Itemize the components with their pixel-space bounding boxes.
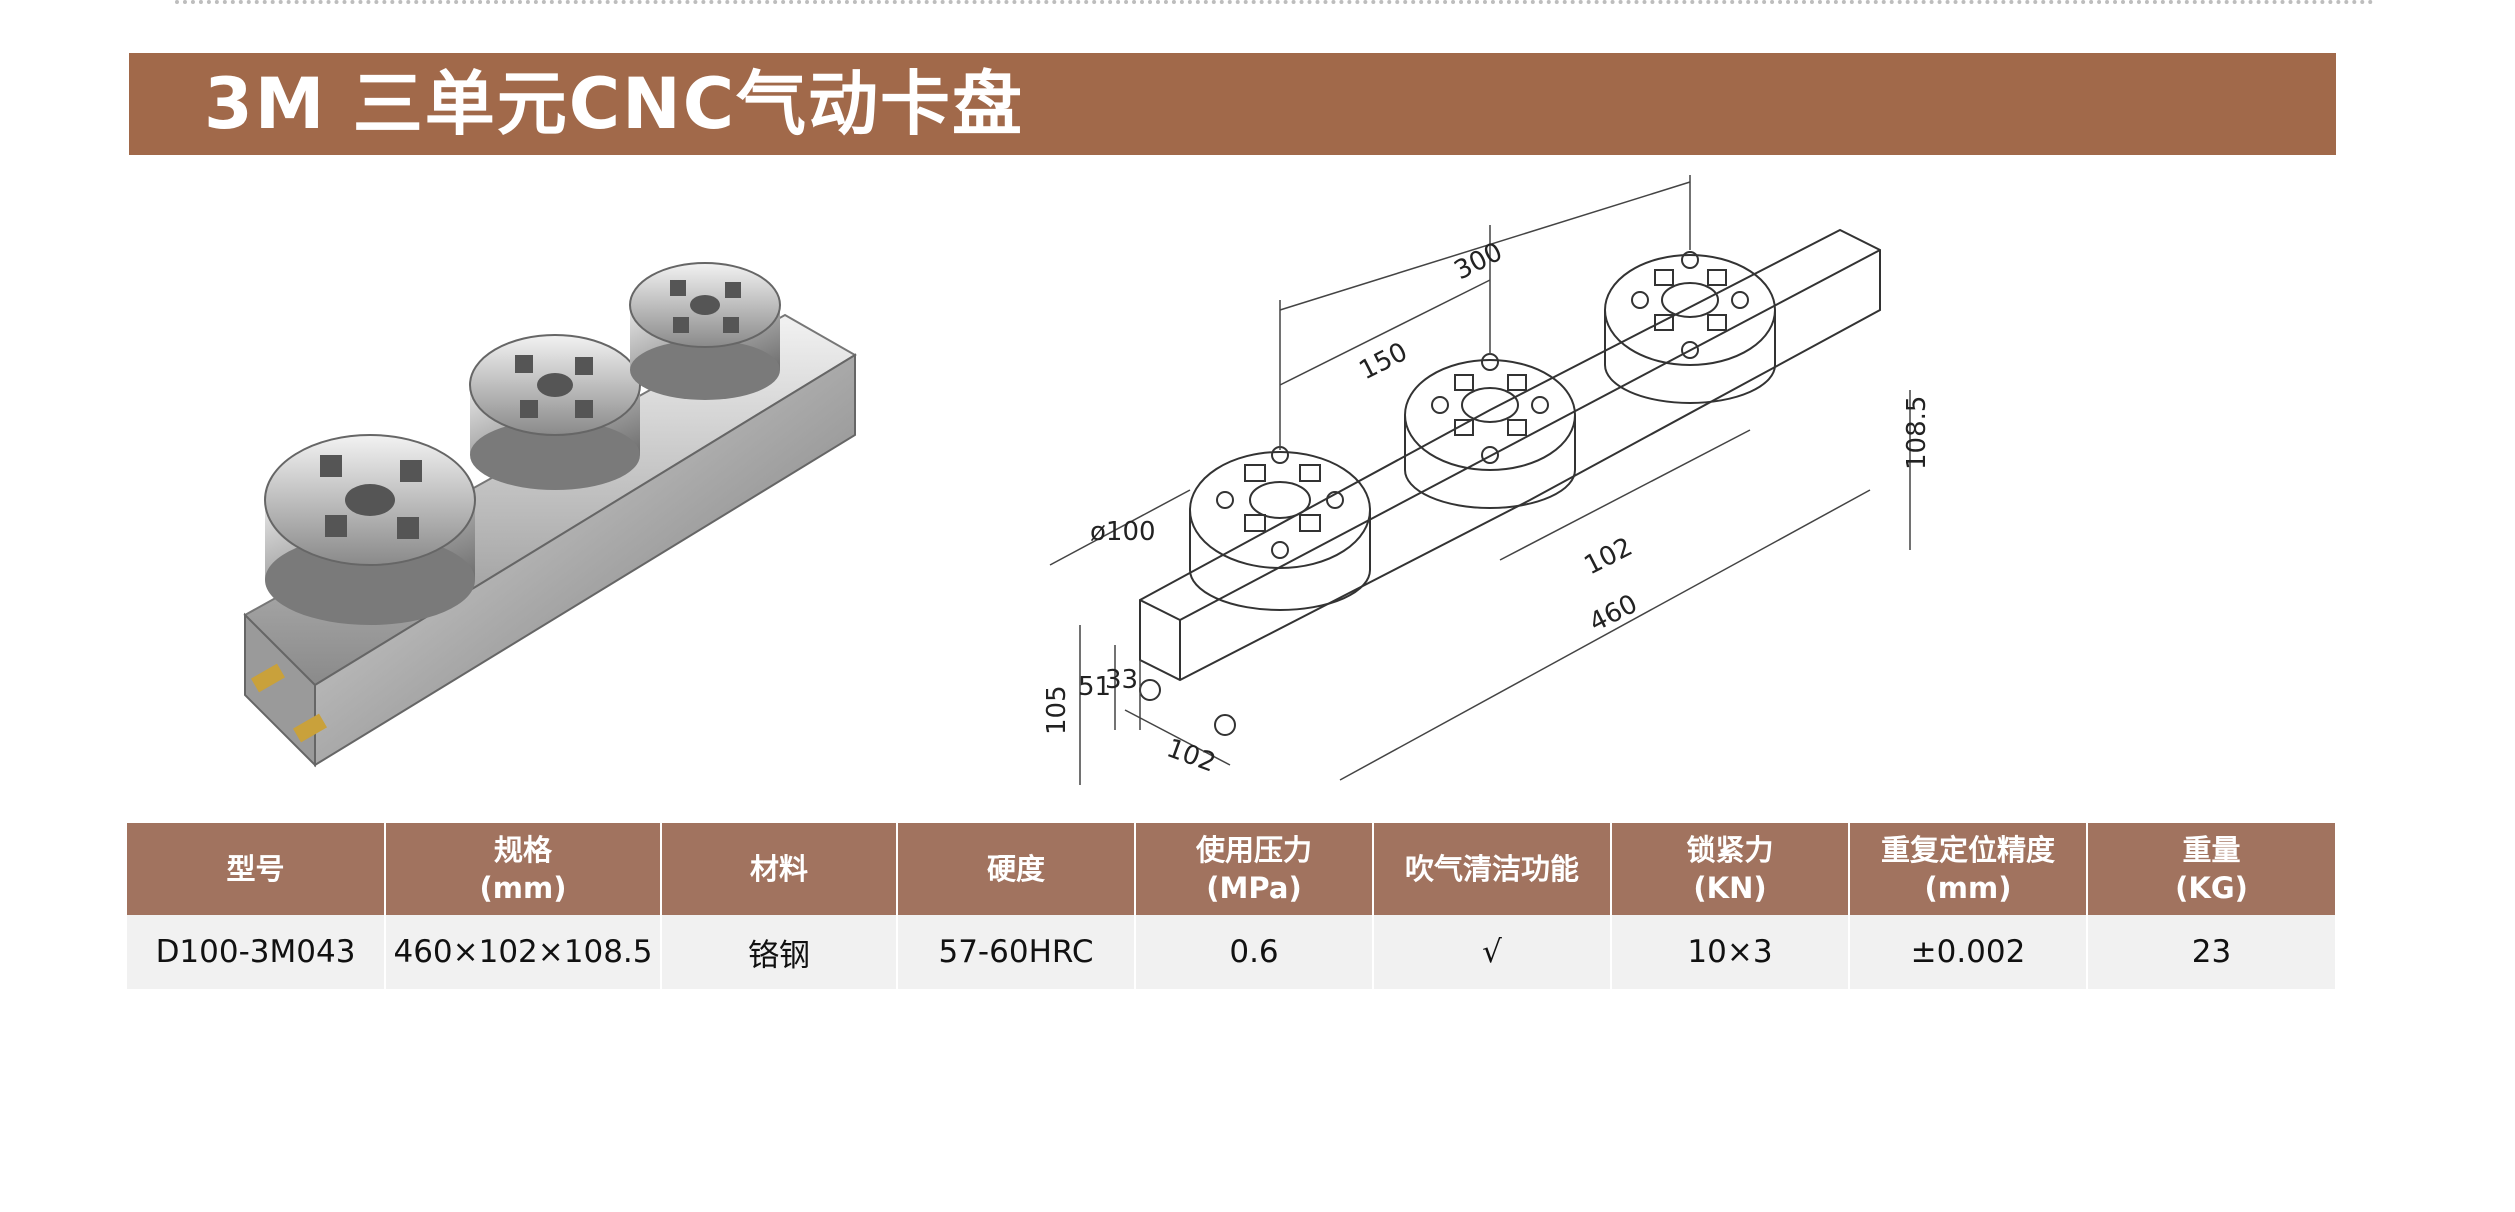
cell-model: D100-3M043 [127, 915, 386, 989]
dim-51: 51 [1078, 672, 1111, 702]
dim-150: 150 [1355, 337, 1413, 386]
cell-spec: 460×102×108.5 [385, 915, 662, 989]
cell-weight: 23 [2087, 915, 2335, 989]
cell-repeatability: ±0.002 [1849, 915, 2088, 989]
header-weight: 重量(KG) [2087, 823, 2335, 915]
header-air-blow: 吹气清洁功能 [1373, 823, 1612, 915]
title-banner: 3M 三单元CNC气动卡盘 [129, 53, 2336, 155]
cell-air-blow: √ [1373, 915, 1612, 989]
chuck-3 [629, 262, 781, 400]
cell-hardness: 57-60HRC [897, 915, 1136, 989]
header-pressure: 使用压力(MPa) [1135, 823, 1374, 915]
dimension-drawing: 150 300 ø100 108.5 102 460 105 51 33 102 [1042, 175, 1932, 785]
header-spec: 规格(mm) [385, 823, 662, 915]
table-row: D100-3M043 460×102×108.5 铬钢 57-60HRC 0.6… [127, 915, 2335, 989]
dim-300: 300 [1450, 237, 1508, 286]
dim-phi100: ø100 [1090, 517, 1156, 547]
chuck-1 [264, 434, 476, 625]
top-dotted-divider [175, 0, 2375, 10]
dim-105: 105 [1042, 685, 1072, 735]
cell-clamp-force: 10×3 [1611, 915, 1850, 989]
cell-pressure: 0.6 [1135, 915, 1374, 989]
product-photo [243, 262, 857, 768]
chuck-2 [469, 334, 641, 490]
table-header-row: 型号 规格(mm) 材料 硬度 使用压力(MPa) 吹气清洁功能 锁紧力(KN)… [127, 823, 2335, 915]
dim-102-top: 102 [1580, 532, 1638, 581]
dim-108-5: 108.5 [1902, 396, 1932, 470]
header-hardness: 硬度 [897, 823, 1136, 915]
spec-table: 型号 规格(mm) 材料 硬度 使用压力(MPa) 吹气清洁功能 锁紧力(KN)… [127, 823, 2335, 989]
header-repeatability: 重复定位精度(mm) [1849, 823, 2088, 915]
cell-material: 铬钢 [661, 915, 898, 989]
header-material: 材料 [661, 823, 898, 915]
header-clamp-force: 锁紧力(KN) [1611, 823, 1850, 915]
header-model: 型号 [127, 823, 386, 915]
page-title: 3M 三单元CNC气动卡盘 [204, 63, 1025, 145]
dim-33: 33 [1105, 665, 1138, 695]
dim-102-bottom: 102 [1163, 733, 1220, 778]
